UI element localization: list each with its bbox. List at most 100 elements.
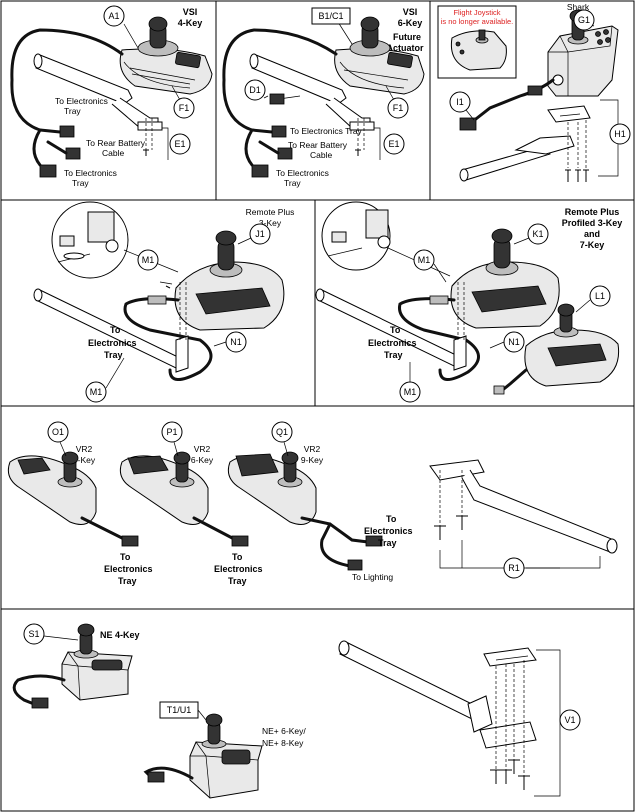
label-to-electronics: To Electronics: [64, 168, 117, 178]
callout-f1: [387, 97, 409, 119]
label-to: To: [120, 552, 131, 562]
label-electronics: Electronics: [104, 564, 153, 574]
panel-vsi-4-key: VSI 4-Key: [10, 5, 213, 188]
svg-text:D1: D1: [249, 85, 261, 95]
callout-r1: [503, 557, 525, 579]
vr2-4-key: VR2 4-Key To Electronics Tray O1: [7, 421, 153, 586]
svg-text:E1: E1: [174, 139, 185, 149]
shark-connector: [527, 85, 543, 96]
remote7-cable: [398, 297, 480, 381]
mounting-arm: [459, 105, 591, 182]
svg-text:J1: J1: [255, 229, 265, 239]
svg-text:R1: R1: [508, 563, 520, 573]
warning-line-2: is no longer available.: [441, 17, 514, 26]
svg-text:N1: N1: [508, 337, 520, 347]
remote7-connector: [429, 295, 449, 305]
panel-remote-plus-3-key: Remote Plus 3-Key To Elec: [33, 201, 295, 403]
label-cable: Cable: [102, 148, 124, 158]
callout-m1: [413, 249, 435, 271]
label-tray: Tray: [64, 106, 81, 116]
label-to-electronics: To Electronics: [276, 168, 329, 178]
label-to: To: [232, 552, 243, 562]
svg-text:E1: E1: [388, 139, 399, 149]
label-tray-2: Tray: [72, 178, 89, 188]
label-tray: Tray: [104, 350, 123, 360]
svg-text:G1: G1: [578, 15, 590, 25]
callout-o1: [47, 421, 69, 443]
vr2-6-model: VR2: [194, 444, 211, 454]
label-to: To: [386, 514, 397, 524]
vr2-6-key: VR2 6-Key To Electronics Tray P1: [119, 421, 263, 586]
svg-text:F1: F1: [393, 103, 404, 113]
callout-e1: [383, 133, 405, 155]
joystick-cable: [222, 28, 338, 167]
svg-text:A1: A1: [108, 11, 119, 21]
svg-text:N1: N1: [230, 337, 242, 347]
remote3-cable: [123, 297, 213, 381]
remote7-title-1: Remote Plus: [565, 207, 620, 217]
shark-plug: [459, 117, 477, 131]
callout-l1: [589, 285, 611, 307]
svg-text:H1: H1: [614, 129, 626, 139]
label-electronics: Electronics: [88, 338, 137, 348]
label-cable: Cable: [310, 150, 332, 160]
remote3-connector: [147, 295, 167, 305]
joystick-controller: [119, 16, 213, 95]
label-to-electronics-tray: To Electronics: [55, 96, 108, 106]
svg-text:M1: M1: [90, 387, 103, 397]
panel-vsi-6-key: VSI 6-Key Future Actuator: [222, 7, 425, 188]
mounting-arm: [315, 288, 467, 371]
callout-g1: [573, 9, 595, 31]
callout-j1: [249, 223, 271, 245]
callout-b1-c1: [311, 7, 351, 25]
svg-text:M1: M1: [404, 387, 417, 397]
label-to-lighting: To Lighting: [352, 572, 393, 582]
svg-text:F1: F1: [179, 103, 190, 113]
svg-text:L1: L1: [595, 291, 605, 301]
remote-plus-joystick: [450, 228, 560, 329]
mounting-arm: [249, 53, 375, 131]
ne8-title-2: NE+ 8-Key: [262, 738, 304, 748]
panel-vsi6-keys: 6-Key: [398, 18, 423, 28]
vr2-9-keys: 9-Key: [301, 455, 324, 465]
warning-line-1: Flight Joystick: [453, 8, 500, 17]
label-tray: Tray: [284, 178, 301, 188]
vr2-9-model: VR2: [304, 444, 321, 454]
shark-title: Shark: [567, 2, 590, 12]
callout-d1: [244, 79, 266, 101]
callout-m1-arm: [85, 381, 107, 403]
label-tray: Tray: [228, 576, 247, 586]
label-to-rear-battery: To Rear Battery: [86, 138, 146, 148]
callout-m1: [137, 249, 159, 271]
vr2-mounting-arm: R1: [429, 459, 618, 579]
label-electronics: Electronics: [364, 526, 413, 536]
label-tray: Tray: [378, 538, 397, 548]
vr2-4-model: VR2: [76, 444, 93, 454]
flight-joystick-box: [437, 5, 517, 79]
connectors: [251, 93, 293, 178]
panel-shark: Flight Joystick is no longer available. …: [437, 2, 631, 182]
svg-text:K1: K1: [532, 229, 543, 239]
remote7-title-3: and: [584, 229, 600, 239]
callout-f1: [173, 97, 195, 119]
label-to: To: [390, 325, 401, 335]
remote3-title-2: 3-Key: [259, 218, 282, 228]
svg-text:P1: P1: [166, 427, 177, 437]
callout-q1: [271, 421, 293, 443]
ne4-title: NE 4-Key: [100, 630, 140, 640]
label-to-rear-battery: To Rear Battery: [288, 140, 348, 150]
panel-vsi4-model: VSI: [183, 7, 198, 17]
callout-h1: [609, 123, 631, 145]
connectors: [39, 125, 81, 178]
ne-plus-8-key: NE+ 6-Key/ NE+ 8-Key T1/U1: [143, 701, 306, 799]
vr2-4-keys: 4-Key: [73, 455, 96, 465]
svg-text:Q1: Q1: [276, 427, 288, 437]
panel-vsi4-keys: 4-Key: [178, 18, 203, 28]
remote3-title-1: Remote Plus: [246, 207, 295, 217]
flight-joystick: [450, 29, 507, 71]
svg-text:M1: M1: [142, 255, 155, 265]
label-to-electronics-tray: To Electronics Tray: [290, 126, 363, 136]
svg-text:V1: V1: [564, 715, 575, 725]
callout-s1: [23, 623, 45, 645]
